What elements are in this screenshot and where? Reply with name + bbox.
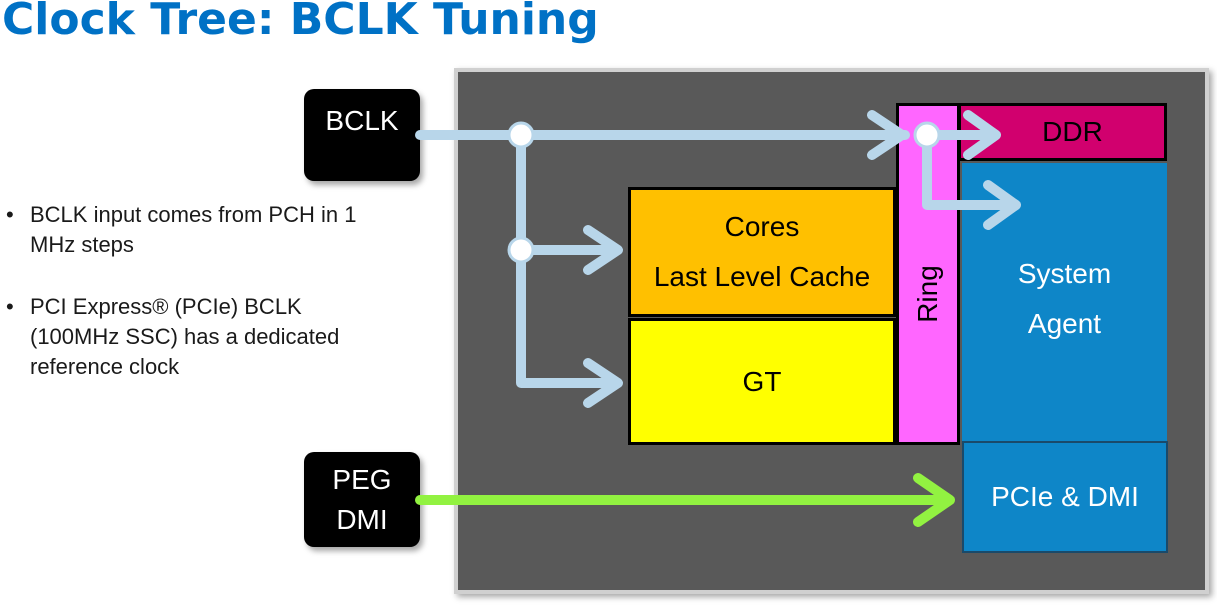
pcie-dmi-block: PCIe & DMI <box>962 441 1168 553</box>
bullet-dot: • <box>6 294 14 319</box>
arrowhead-cores <box>583 225 623 275</box>
junction-node-top <box>507 121 535 149</box>
pcie-dmi-label: PCIe & DMI <box>991 481 1139 512</box>
bclk-label: BCLK <box>325 105 399 136</box>
llc-label: Last Level Cache <box>653 261 871 292</box>
arrowhead-pcie <box>913 473 955 527</box>
system-agent-label-2: Agent <box>1027 308 1102 339</box>
junction-node-ring <box>913 121 941 149</box>
arrowhead-system-agent <box>983 180 1021 230</box>
dmi-label: DMI <box>336 503 388 535</box>
bullet-text: BCLK input comes from PCH in 1 MHz steps <box>30 202 357 257</box>
bclk-source-box: BCLK <box>304 89 420 181</box>
cores-label: Cores <box>724 211 800 242</box>
arrowhead-ring <box>867 110 907 160</box>
ring-sa-wire <box>922 130 1015 210</box>
cores-llc-block: Cores Last Level Cache <box>628 187 896 317</box>
junction-node-mid <box>507 236 535 264</box>
bullet-item: • PCI Express® (PCIe) BCLK (100MHz SSC) … <box>6 292 366 382</box>
peg-dmi-source-box: PEG DMI <box>304 452 420 547</box>
bclk-vertical-wire <box>516 130 620 388</box>
bullet-item: • BCLK input comes from PCH in 1 MHz ste… <box>6 200 366 260</box>
bullet-list: • BCLK input comes from PCH in 1 MHz ste… <box>6 200 366 414</box>
arrowhead-ddr <box>963 110 1001 160</box>
ddr-label: DDR <box>1042 116 1103 147</box>
gt-block: GT <box>628 318 896 445</box>
page-title: Clock Tree: BCLK Tuning <box>2 0 599 45</box>
bullet-dot: • <box>6 202 14 227</box>
bullet-text: PCI Express® (PCIe) BCLK (100MHz SSC) ha… <box>30 294 340 379</box>
arrowhead-gt <box>583 358 623 408</box>
peg-label: PEG <box>332 463 392 495</box>
gt-label: GT <box>742 365 782 397</box>
system-agent-label-1: System <box>1017 258 1112 289</box>
